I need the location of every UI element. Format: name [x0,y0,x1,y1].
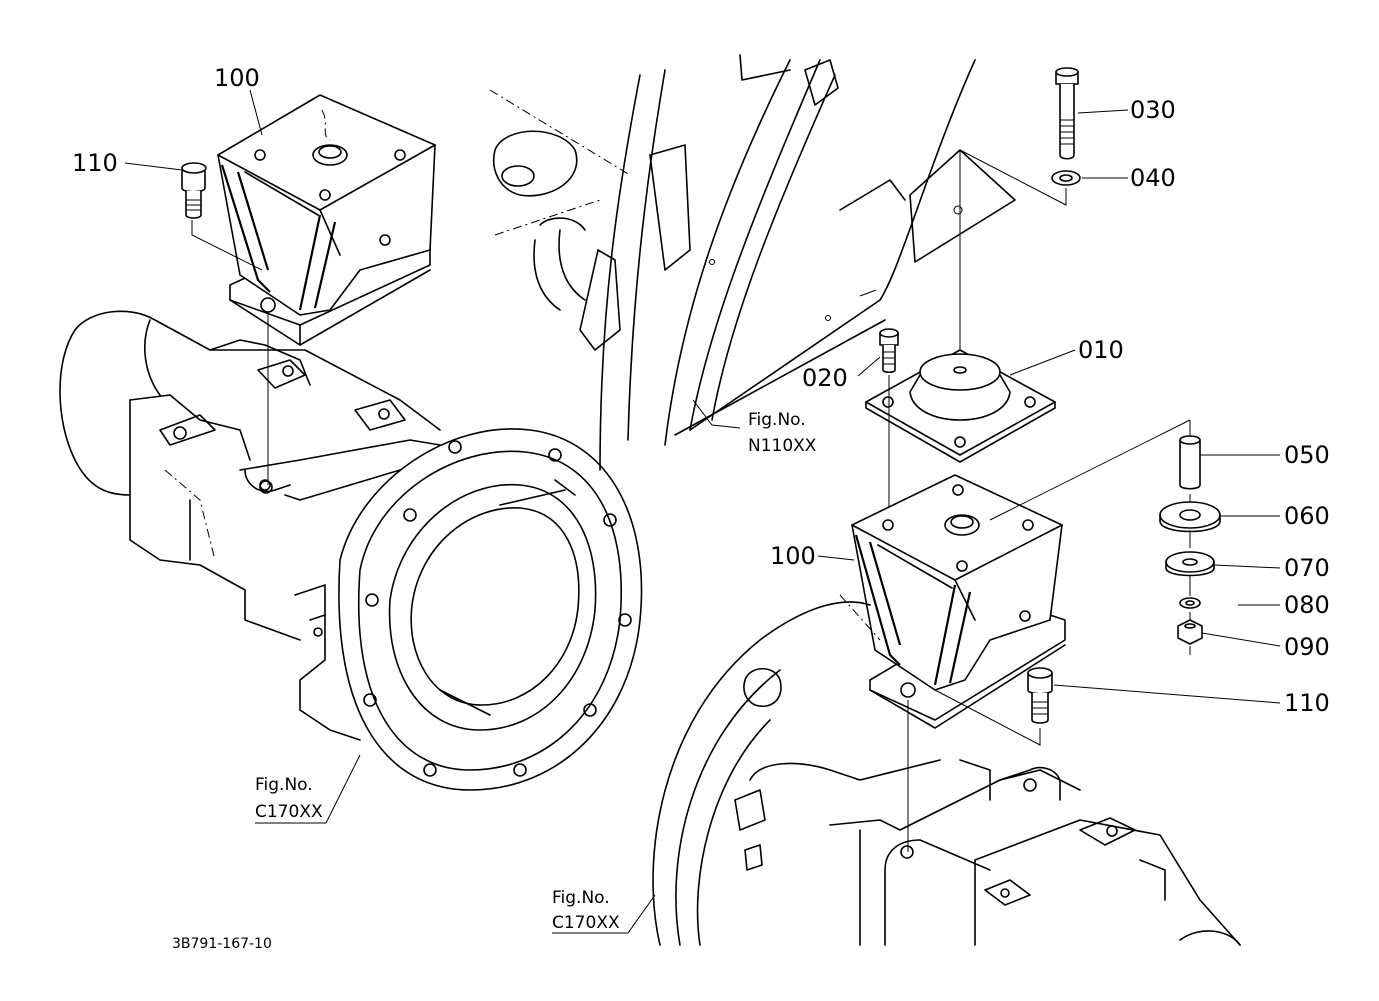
right-lower-housing [652,594,1241,946]
fig-ref-c170-left-line1: Fig.No. [255,775,313,795]
stack-parts [1159,435,1221,655]
right-bolt-110 [934,667,1053,746]
callout-090: 090 [1284,633,1330,661]
fig-ref-n110-line2: N110XX [748,436,817,456]
right-mount-hole [900,845,914,859]
fig-ref-c170-bottom-line2: C170XX [552,913,620,933]
callout-070: 070 [1284,554,1330,582]
callout-040: 040 [1130,164,1176,192]
left-transmission-housing [59,310,441,741]
callout-030: 030 [1130,96,1176,124]
bolt-020 [879,328,899,520]
callout-110-left: 110 [72,149,118,177]
fig-ref-c170-bottom-line1: Fig.No. [552,888,610,908]
callout-080: 080 [1284,591,1330,619]
washer-040 [959,149,1081,370]
callout-020: 020 [802,364,848,392]
right-bracket [851,419,1191,729]
callout-060: 060 [1284,502,1330,530]
callout-110-right: 110 [1284,689,1330,717]
left-mount-hole [259,480,273,494]
frame-rail [489,54,1016,471]
left-bolt-110 [181,162,263,271]
left-bracket [217,94,436,346]
callout-050: 050 [1284,441,1330,469]
drawing-code: 3B791-167-10 [172,936,272,952]
rubber-mount-010 [865,349,1056,463]
left-bell-housing-flange [338,428,643,791]
fig-ref-c170-left-line2: C170XX [255,802,323,822]
callout-100-left: 100 [214,64,260,92]
bolt-030 [1055,67,1079,160]
callout-100-right: 100 [770,542,816,570]
leader-lines [124,89,1281,934]
callout-010: 010 [1078,336,1124,364]
fig-ref-n110-line1: Fig.No. [748,410,806,430]
